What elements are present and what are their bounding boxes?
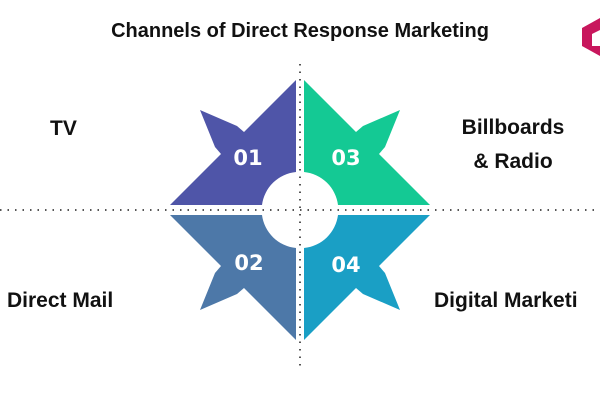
- quadrant-03-arrow: [304, 80, 430, 205]
- quadrant-04-arrow: [304, 215, 430, 340]
- number-04: 04: [331, 253, 360, 277]
- channel-label-direct-mail: Direct Mail: [7, 289, 114, 312]
- quadrant-01-arrow: [170, 80, 296, 205]
- quadrant-02-arrow: [170, 215, 296, 340]
- label-line-2: & Radio: [473, 150, 553, 173]
- number-03: 03: [331, 146, 360, 170]
- diagram-title: Channels of Direct Response Marketing: [111, 20, 489, 42]
- channel-label-tv: TV: [50, 117, 77, 140]
- channel-label-billboards-radio: Billboards & Radio: [458, 111, 568, 179]
- number-01: 01: [233, 146, 262, 170]
- logo-inner: [592, 30, 600, 46]
- label-line-1: Billboards: [461, 116, 565, 139]
- logo-icon: [582, 18, 600, 56]
- number-02: 02: [234, 251, 263, 275]
- channel-label-digital-marketing: Digital Marketi: [434, 289, 578, 312]
